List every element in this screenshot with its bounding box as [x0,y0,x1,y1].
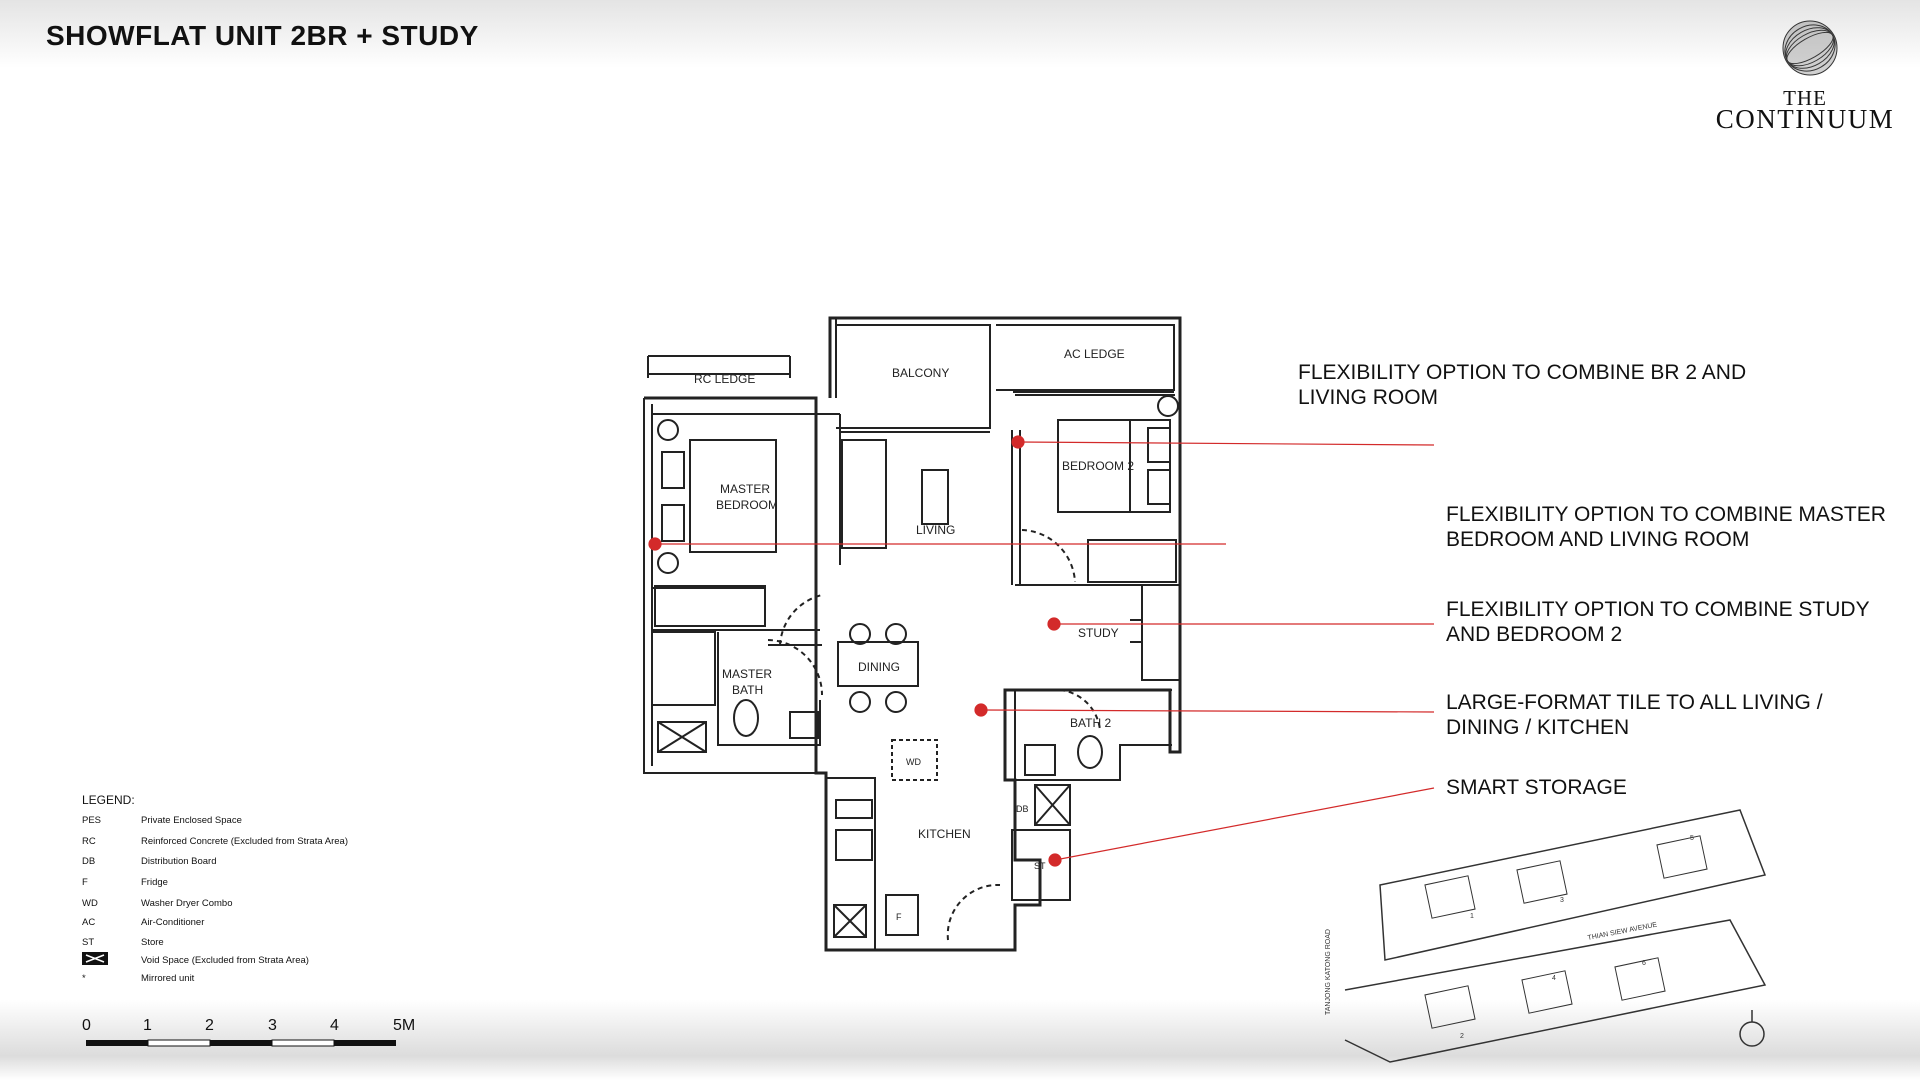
scale-label-1: 1 [143,1017,152,1034]
label-f: F [896,912,902,922]
label-rc-ledge: RC LEDGE [694,372,755,386]
brand-logo: THE CONTINUUM [1710,20,1910,140]
top-header-band [0,0,1920,68]
logo-line1: THE [1783,86,1827,110]
logo-line2: CONTINUUM [1715,104,1895,134]
legend-value: Distribution Board [141,856,217,867]
callout-dot-study-br2 [1047,617,1061,631]
scale-label-5m: 5M [393,1017,416,1034]
scale-label-4: 4 [330,1017,339,1034]
callout-master-living: FLEXIBILITY OPTION TO COMBINE MASTER BED… [1446,503,1886,551]
legend-value: Mirrored unit [141,973,195,984]
legend-key: PES [82,815,102,826]
plan-walls [643,316,1182,952]
room-labels: RC LEDGE BALCONY AC LEDGE MASTER BEDROOM… [694,347,1134,922]
label-kitchen: KITCHEN [918,827,971,841]
callout-dot-master-living [648,537,662,551]
label-master-bedroom-2: BEDROOM [716,498,778,512]
page-title: SHOWFLAT UNIT 2BR + STUDY [46,20,479,51]
legend-value: Fridge [141,877,168,888]
legend-value: Reinforced Concrete (Excluded from Strat… [141,836,348,847]
callout-leaders [648,435,1435,867]
continuum-swirl-icon [1782,20,1838,76]
label-ac-ledge: AC LEDGE [1064,347,1125,361]
callout-dot-tile [974,703,988,717]
callout-dot-br2-living [1011,435,1025,449]
callout-storage: SMART STORAGE [1446,776,1627,799]
legend-value: Private Enclosed Space [141,815,242,826]
site-plan [1344,809,1767,1063]
block-label-1: 1 [1470,913,1474,920]
label-living: LIVING [916,523,955,537]
block-label-2: 2 [1460,1033,1464,1040]
callout-dot-storage [1048,853,1062,867]
scale-label-0: 0 [82,1017,91,1034]
callout-study-br2: FLEXIBILITY OPTION TO COMBINE STUDY AND … [1446,598,1870,646]
label-wd: WD [906,757,921,767]
legend-value: Store [141,937,164,948]
legend-key: ST [82,937,95,948]
legend-value: Void Space (Excluded from Strata Area) [141,955,309,966]
site-buildings [1424,835,1708,1029]
label-db: DB [1016,804,1029,814]
label-study: STUDY [1078,626,1119,640]
label-bath2: BATH 2 [1070,716,1111,730]
label-master-bath-1: MASTER [722,667,772,681]
legend-title: LEGEND: [82,793,135,807]
label-master-bedroom-1: MASTER [720,482,770,496]
callout-tile: LARGE-FORMAT TILE TO ALL LIVING / DINING… [1446,691,1823,739]
scale-bar [86,1039,396,1047]
scale-label-3: 3 [268,1017,277,1034]
legend-key: WD [82,898,98,909]
site-labels: TANJONG KATONG ROAD THIAN SIEW AVENUE 1 … [1325,835,1694,1040]
label-master-bath-2: BATH [732,683,763,697]
label-st: ST [1034,861,1046,871]
legend-value: Air-Conditioner [141,917,205,928]
legend-key: * [82,973,86,984]
label-dining: DINING [858,660,900,674]
legend-key: DB [82,856,96,867]
block-label-5: 5 [1690,835,1694,842]
callout-br2-living: FLEXIBILITY OPTION TO COMBINE BR 2 AND L… [1298,361,1747,409]
label-bedroom2: BEDROOM 2 [1062,459,1134,473]
block-label-6: 6 [1642,960,1646,967]
scale-label-2: 2 [205,1017,214,1034]
block-label-3: 3 [1560,897,1564,904]
block-label-4: 4 [1552,975,1556,982]
label-balcony: BALCONY [892,366,949,380]
legend-key: F [82,877,88,888]
road-label-1: TANJONG KATONG ROAD [1325,929,1332,1015]
legend-value: Washer Dryer Combo [141,898,233,909]
legend-key: AC [82,917,96,928]
void-space-icon [82,952,108,965]
legend-key: RC [82,836,96,847]
